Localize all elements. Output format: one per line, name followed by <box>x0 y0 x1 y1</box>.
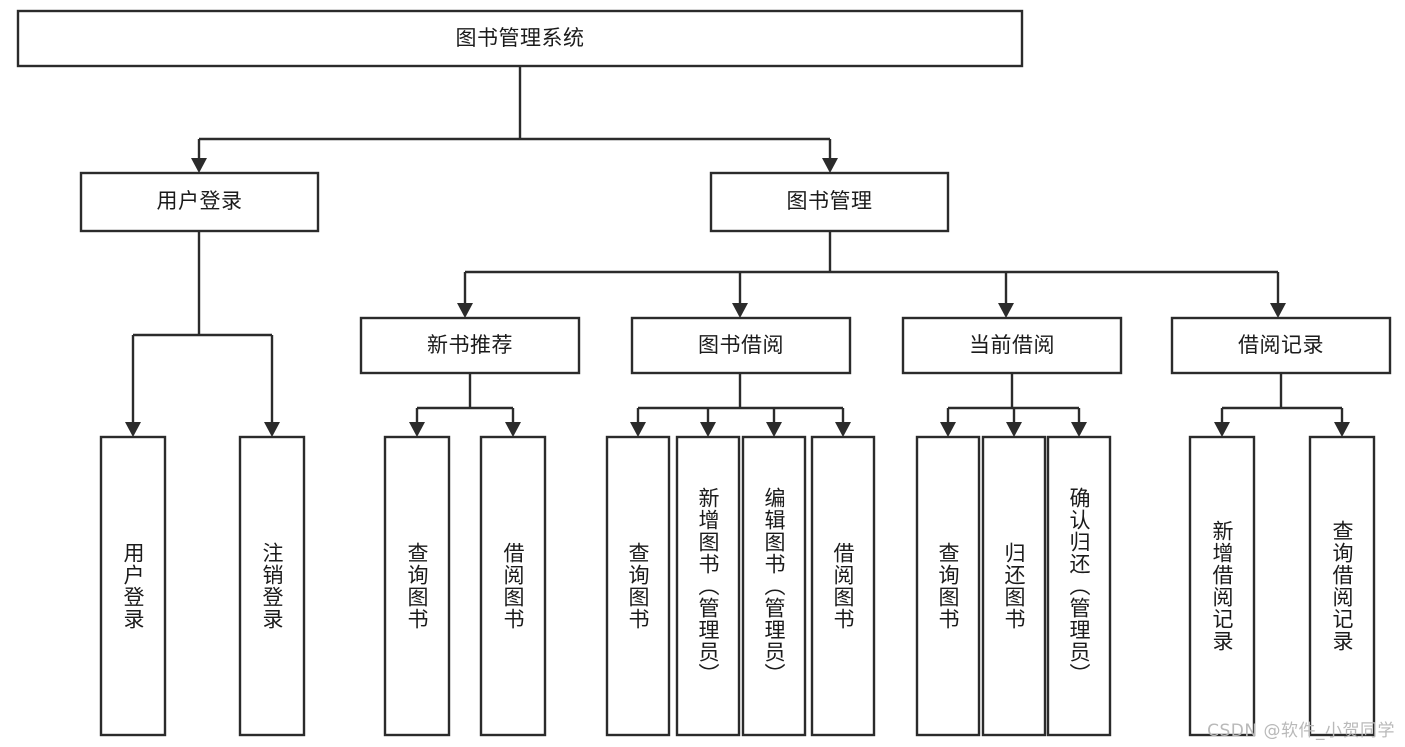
arrow-head-leaf-confirm-return-admin <box>1071 422 1087 437</box>
node-box-leaf-user-logout[interactable] <box>238 435 306 737</box>
node-box-leaf-borrow-book-borrow[interactable] <box>810 435 876 737</box>
arrow-head-leaf-query-book-current <box>940 422 956 437</box>
arrow-head-leaf-query-book-recommend <box>409 422 425 437</box>
arrow-head-leaf-user-logout <box>264 422 280 437</box>
arrow-head-leaf-query-borrow-record <box>1334 422 1350 437</box>
watermark-text: CSDN @软件_小贺同学 <box>1207 721 1395 741</box>
arrow-head-leaf-user-login <box>125 422 141 437</box>
arrow-head-book-borrow <box>732 303 748 318</box>
arrow-head-current-borrow <box>998 303 1014 318</box>
connector-bookborrow-to-leaves <box>630 373 851 437</box>
node-box-leaf-query-book-borrow[interactable] <box>605 435 671 737</box>
arrow-head-leaf-add-book-admin <box>700 422 716 437</box>
arrow-head-leaf-borrow-book-recommend <box>505 422 521 437</box>
node-box-leaf-confirm-return-admin[interactable] <box>1046 435 1112 737</box>
node-box-leaf-return-book[interactable] <box>981 435 1047 737</box>
node-box-leaf-add-borrow-record[interactable] <box>1188 435 1256 737</box>
node-box-leaf-edit-book-admin[interactable] <box>741 435 807 737</box>
node-box-user-login[interactable] <box>79 171 320 233</box>
node-box-leaf-query-borrow-record[interactable] <box>1308 435 1376 737</box>
arrow-head-leaf-query-book-borrow <box>630 422 646 437</box>
connector-borrowrecords-to-leaves <box>1214 373 1350 437</box>
node-box-leaf-query-book-recommend[interactable] <box>383 435 451 737</box>
connector-bookmgmt-to-level3 <box>457 231 1286 318</box>
arrow-head-book-management <box>822 158 838 173</box>
node-box-leaf-query-book-current[interactable] <box>915 435 981 737</box>
connector-currentborrow-to-leaves <box>940 373 1087 437</box>
arrow-head-leaf-return-book <box>1006 422 1022 437</box>
arrow-head-leaf-edit-book-admin <box>766 422 782 437</box>
arrow-head-borrow-records <box>1270 303 1286 318</box>
arrow-head-new-book-recommend <box>457 303 473 318</box>
connector-newbook-to-leaves <box>409 373 521 437</box>
connector-userlogin-to-leaves <box>125 231 280 437</box>
node-box-leaf-borrow-book-recommend[interactable] <box>479 435 547 737</box>
node-box-book-borrow[interactable] <box>630 316 852 375</box>
node-box-borrow-records[interactable] <box>1170 316 1392 375</box>
node-box-book-management[interactable] <box>709 171 950 233</box>
node-box-root[interactable] <box>16 9 1024 68</box>
connector-root-to-level2 <box>191 66 838 173</box>
arrow-head-leaf-borrow-book-borrow <box>835 422 851 437</box>
node-box-current-borrow[interactable] <box>901 316 1123 375</box>
arrow-head-user-login <box>191 158 207 173</box>
arrow-head-leaf-add-borrow-record <box>1214 422 1230 437</box>
node-box-leaf-add-book-admin[interactable] <box>675 435 741 737</box>
node-box-leaf-user-login[interactable] <box>99 435 167 737</box>
node-box-new-book-recommend[interactable] <box>359 316 581 375</box>
